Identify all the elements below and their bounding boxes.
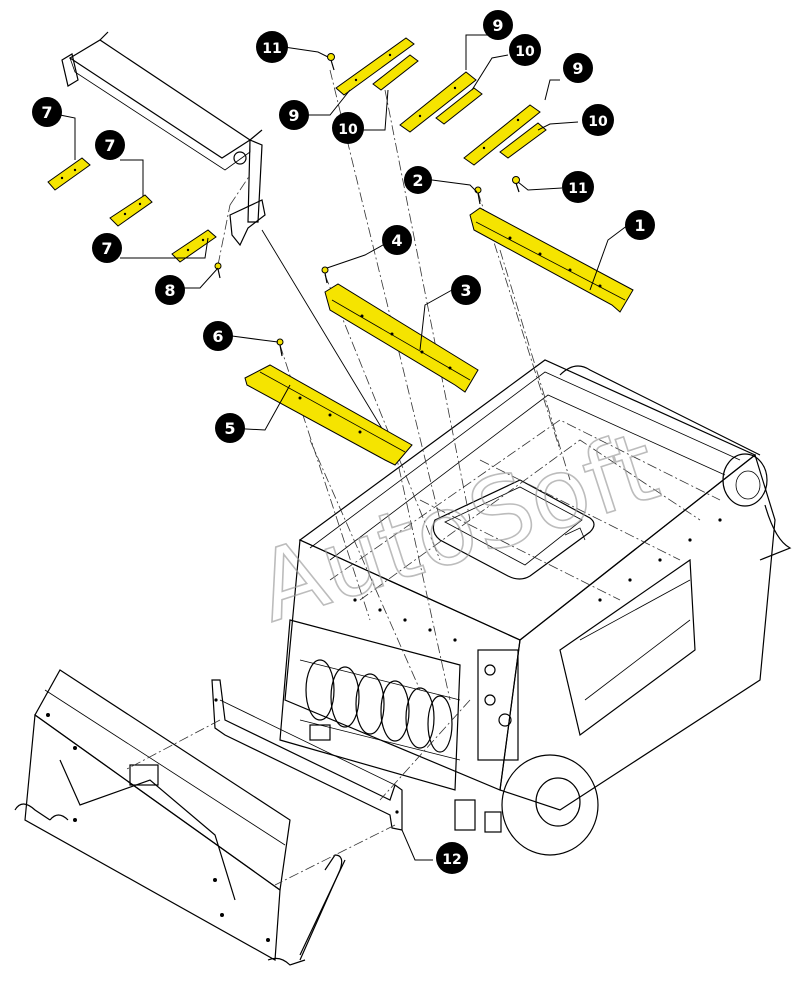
callout-7-c: 7 [92,233,122,263]
callout-label: 5 [224,419,235,438]
callout-label: 9 [288,106,299,125]
part-8-bolt [214,262,222,279]
callout-label: 6 [212,327,223,346]
part-5-angle-strip [244,364,413,466]
part-7-strip-a [47,157,91,191]
callout-label: 7 [41,103,52,122]
part-1-angle-strip [469,207,634,313]
callout-7-a: 7 [32,97,62,127]
callout-9-a: 9 [279,100,309,130]
part-10-strip-c [499,122,547,159]
callout-8: 8 [155,275,185,305]
callout-label: 7 [101,239,112,258]
callout-12: 12 [436,842,468,874]
callout-11-a: 11 [256,31,288,63]
machine-body [279,359,792,856]
callout-label: 10 [338,122,358,138]
callout-label: 10 [588,114,608,130]
callout-1: 1 [625,210,655,240]
callout-9-c: 9 [563,53,593,83]
callout-label: 4 [391,231,402,250]
part-11-bolt-a [327,53,335,71]
callout-11-b: 11 [562,171,594,203]
part-7-strip-b [109,194,153,227]
part-10-strip-b [435,87,483,125]
callout-label: 10 [515,44,535,60]
front-guard-frame [14,669,346,966]
assembly-lines [124,69,571,886]
callout-label: 8 [164,281,175,300]
callout-10-a: 10 [332,112,364,144]
callout-2: 2 [404,166,432,194]
part-4-bolt [321,266,329,284]
watermark-text: AutoSoft [244,410,671,644]
callout-label: 2 [412,171,423,190]
part-9-strip-c [463,104,541,166]
bracket-plate-12 [211,679,403,831]
rotor-assembly [299,659,461,761]
callout-10-b: 10 [509,34,541,66]
callout-label: 9 [572,59,583,78]
part-9-strip-b [399,71,477,133]
arm-assembly [61,31,266,247]
part-9-strip-a [335,37,415,96]
part-10-strip-a [372,54,419,91]
callout-5: 5 [215,413,245,443]
callout-9-b: 9 [483,10,513,40]
callout-label: 9 [492,16,503,35]
callout-6: 6 [203,321,233,351]
part-3-angle-strip [324,283,479,393]
machine-bolts [353,518,722,642]
callout-3: 3 [451,275,481,305]
callout-7-b: 7 [95,130,125,160]
callout-label: 11 [262,41,281,57]
part-7-strip-c [171,229,217,263]
part-11-bolt-b [512,176,520,193]
callout-4: 4 [382,225,412,255]
callout-label: 7 [104,136,115,155]
part-2-bolt [474,186,482,205]
callout-label: 3 [460,281,471,300]
callout-label: 12 [442,852,461,868]
callout-label: 1 [634,216,645,235]
callout-label: 11 [568,181,587,197]
callout-10-c: 10 [582,104,614,136]
